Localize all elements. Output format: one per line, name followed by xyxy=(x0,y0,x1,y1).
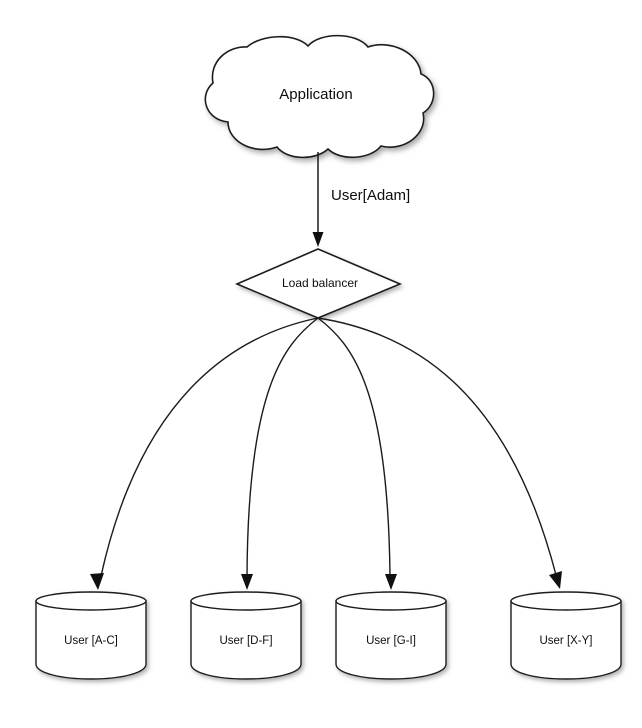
edge-balancer-to-db-3-curve xyxy=(317,317,557,576)
edge-balancer-to-db-0-arrowhead xyxy=(90,573,104,590)
database-label-2: User [G-I] xyxy=(366,635,416,647)
cylinder-shape-2 xyxy=(335,591,447,680)
cylinder-shape-1 xyxy=(190,591,302,680)
edge-balancer-to-db-1-arrowhead xyxy=(241,574,253,590)
cylinder-shape-0 xyxy=(35,591,147,680)
edge-balancer-to-db-0-curve xyxy=(100,317,319,577)
database-label-1: User [D-F] xyxy=(219,635,272,647)
edge-balancer-to-db-3 xyxy=(317,317,562,589)
database-label-0: User [A-C] xyxy=(64,635,118,647)
edge-balancer-to-db-3-arrowhead xyxy=(549,571,562,589)
node-database-2[interactable]: User [G-I] xyxy=(335,591,447,680)
node-load-balancer[interactable]: Load balancer xyxy=(234,248,403,319)
load-balancer-label: Load balancer xyxy=(282,276,358,290)
node-database-0[interactable]: User [A-C] xyxy=(35,591,147,680)
cloud-label: Application xyxy=(279,86,352,103)
node-database-1[interactable]: User [D-F] xyxy=(190,591,302,680)
database-label-3: User [X-Y] xyxy=(539,635,592,647)
node-application-cloud[interactable]: Application xyxy=(204,34,435,159)
edge-app-to-balancer-label: User[Adam] xyxy=(331,187,410,204)
edge-balancer-to-db-2 xyxy=(317,317,397,590)
edge-balancer-to-db-1 xyxy=(241,317,319,590)
edge-balancer-to-db-2-curve xyxy=(317,317,391,577)
cylinder-shape-3 xyxy=(510,591,622,680)
node-database-3[interactable]: User [X-Y] xyxy=(510,591,622,680)
edge-app-to-balancer-arrowhead xyxy=(312,232,324,247)
edge-balancer-to-db-1-curve xyxy=(246,317,319,577)
edge-balancer-to-db-0 xyxy=(90,317,319,590)
edge-app-to-balancer: User[Adam] xyxy=(312,152,410,247)
edge-balancer-to-db-2-arrowhead xyxy=(385,574,397,590)
cloud-shape xyxy=(204,34,435,159)
